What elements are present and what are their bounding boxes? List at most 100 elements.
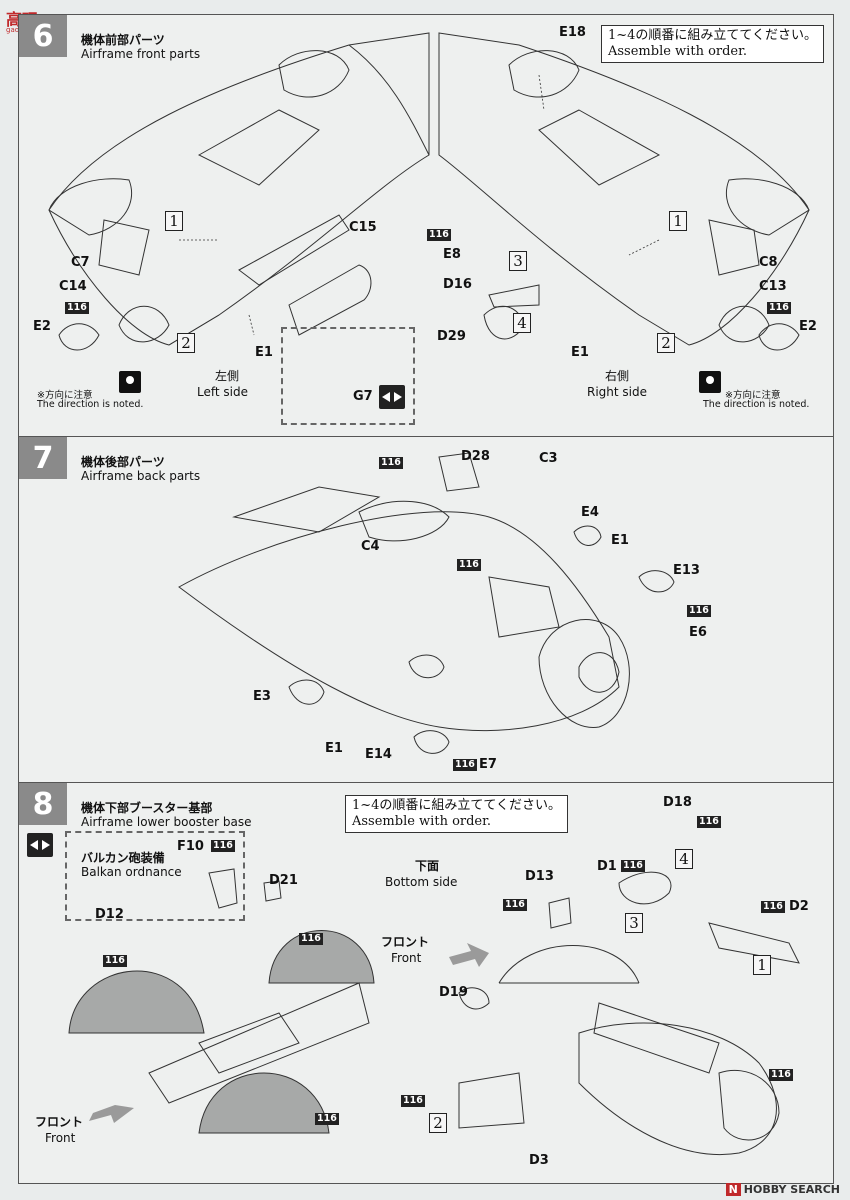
airframe-back-illustration bbox=[178, 452, 675, 754]
part-e1-lower: E1 bbox=[325, 741, 343, 756]
step-title-jp: 機体後部パーツ bbox=[81, 455, 165, 469]
watermark-n: N bbox=[725, 1183, 741, 1196]
caution-icon bbox=[699, 371, 721, 393]
bottom-side-en: Bottom side bbox=[385, 875, 458, 889]
direction-note-en: The direction is noted. bbox=[703, 399, 810, 410]
part-d1: D1 bbox=[597, 859, 617, 874]
paint-code: 116 bbox=[211, 840, 235, 852]
assembly-order-note: 1~4の順番に組み立ててください。 Assemble with order. bbox=[601, 25, 825, 63]
direction-note-jp: ※方向に注意 bbox=[725, 390, 781, 401]
part-c7: C7 bbox=[71, 255, 90, 270]
part-c14: C14 bbox=[59, 279, 87, 294]
step-title-en: Airframe back parts bbox=[81, 469, 201, 483]
paint-code: 116 bbox=[761, 901, 785, 913]
paint-code: 116 bbox=[65, 302, 89, 314]
part-d13: D13 bbox=[525, 869, 554, 884]
step-title-en: Airframe front parts bbox=[81, 47, 201, 61]
left-side-jp: 左側 bbox=[215, 369, 240, 383]
seq-1-left: 1 bbox=[165, 211, 183, 231]
paint-code: 116 bbox=[457, 559, 481, 571]
order-note-jp: 1~4の順番に組み立ててください。 bbox=[352, 798, 562, 813]
paint-code: 116 bbox=[697, 816, 721, 828]
direction-note-jp: ※方向に注意 bbox=[37, 390, 93, 401]
part-f10: F10 bbox=[177, 839, 204, 854]
swap-direction-icon bbox=[379, 385, 405, 409]
paint-code: 116 bbox=[687, 605, 711, 617]
part-e1-right: E1 bbox=[571, 345, 589, 360]
front-label-en: Front bbox=[391, 951, 422, 965]
part-e8: E8 bbox=[443, 247, 461, 262]
part-d16: D16 bbox=[443, 277, 472, 292]
part-d19: D19 bbox=[439, 985, 468, 1000]
seq-2-right: 2 bbox=[657, 333, 675, 353]
right-side-en: Right side bbox=[587, 385, 647, 399]
part-d18: D18 bbox=[663, 795, 692, 810]
step-7-panel: 7 機体後部パーツ Airframe back parts 116 D28 C3… bbox=[18, 436, 834, 784]
part-e14: E14 bbox=[365, 747, 392, 762]
part-d2: D2 bbox=[789, 899, 809, 914]
seq-4: 4 bbox=[675, 849, 693, 869]
seq-3-right: 3 bbox=[509, 251, 527, 271]
part-d28: D28 bbox=[461, 449, 490, 464]
bottom-side-jp: 下面 bbox=[415, 859, 440, 873]
part-e18: E18 bbox=[559, 25, 586, 40]
order-note-en: Assemble with order. bbox=[352, 814, 492, 829]
part-e1-upper: E1 bbox=[611, 533, 629, 548]
paint-code: 116 bbox=[315, 1113, 339, 1125]
seq-3: 3 bbox=[625, 913, 643, 933]
paint-code: 116 bbox=[299, 933, 323, 945]
assembly-order-note: 1~4の順番に組み立ててください。 Assemble with order. bbox=[345, 795, 569, 833]
seq-1-right: 1 bbox=[669, 211, 687, 231]
caution-icon bbox=[119, 371, 141, 393]
paint-code: 116 bbox=[427, 229, 451, 241]
step-8-panel: 8 機体下部ブースター基部 Airframe lower booster bas… bbox=[18, 782, 834, 1184]
paint-code: 116 bbox=[503, 899, 527, 911]
seq-4-right: 4 bbox=[513, 313, 531, 333]
seq-2-left: 2 bbox=[177, 333, 195, 353]
balkan-label-en: Balkan ordnance bbox=[81, 865, 182, 879]
left-side-en: Left side bbox=[197, 385, 248, 399]
part-c13: C13 bbox=[759, 279, 787, 294]
step-title-jp: 機体前部パーツ bbox=[81, 33, 165, 47]
paint-code: 116 bbox=[379, 457, 403, 469]
part-e6: E6 bbox=[689, 625, 707, 640]
part-e2-left: E2 bbox=[33, 319, 51, 334]
paint-code: 116 bbox=[621, 860, 645, 872]
part-e7: E7 bbox=[479, 757, 497, 772]
step-number: 8 bbox=[19, 783, 67, 825]
part-d29: D29 bbox=[437, 329, 466, 344]
part-c3: C3 bbox=[539, 451, 558, 466]
balkan-label-jp: バルカン砲装備 bbox=[81, 851, 165, 865]
watermark-text: HOBBY SEARCH bbox=[743, 1183, 840, 1196]
part-e2-right: E2 bbox=[799, 319, 817, 334]
booster-base-illustration bbox=[68, 868, 800, 1155]
paint-code: 116 bbox=[769, 1069, 793, 1081]
part-c15: C15 bbox=[349, 220, 377, 235]
part-c4: C4 bbox=[361, 539, 380, 554]
airframe-front-illustration bbox=[48, 32, 810, 351]
step-number: 6 bbox=[19, 15, 67, 57]
part-d12: D12 bbox=[95, 907, 124, 922]
order-note-en: Assemble with order. bbox=[608, 44, 748, 59]
front-label-jp: フロント bbox=[35, 1115, 84, 1129]
part-d3: D3 bbox=[529, 1153, 549, 1168]
part-c8: C8 bbox=[759, 255, 778, 270]
front-label-en: Front bbox=[45, 1131, 76, 1145]
g7-option-box: G7 bbox=[281, 327, 415, 425]
paint-code: 116 bbox=[103, 955, 127, 967]
front-label-jp: フロント bbox=[381, 935, 430, 949]
direction-note-en: The direction is noted. bbox=[37, 399, 144, 410]
step-title-jp: 機体下部ブースター基部 bbox=[81, 801, 213, 815]
step-title-en: Airframe lower booster base bbox=[81, 815, 252, 829]
part-d21: D21 bbox=[269, 873, 298, 888]
step-number: 7 bbox=[19, 437, 67, 479]
balkan-option-box bbox=[65, 831, 245, 921]
right-side-jp: 右側 bbox=[605, 369, 630, 383]
part-g7: G7 bbox=[353, 389, 373, 404]
part-e3: E3 bbox=[253, 689, 271, 704]
step-6-panel: 6 機体前部パーツ Airframe front parts bbox=[18, 14, 834, 438]
paint-code: 116 bbox=[453, 759, 477, 771]
seq-2: 2 bbox=[429, 1113, 447, 1133]
paint-code: 116 bbox=[401, 1095, 425, 1107]
